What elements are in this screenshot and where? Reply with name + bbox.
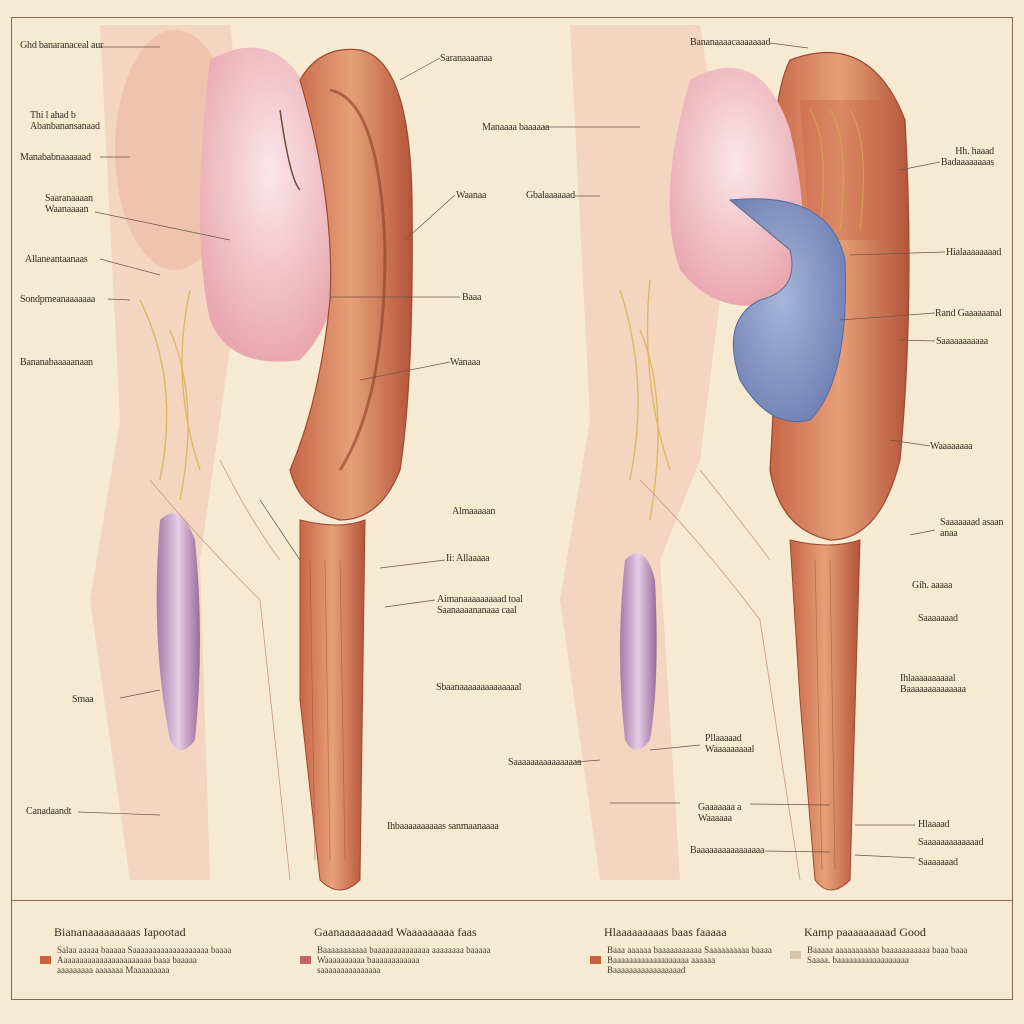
- label-r9: Saaaaaaad asaan anaa: [940, 517, 1004, 539]
- left-pink-organ: [200, 47, 340, 362]
- label-r12: Ihlaaaaaaaaaal Baaaaaaaaaaaaaa: [900, 673, 966, 695]
- label-r5: Hialaaaaaaaad: [946, 247, 1002, 258]
- label-r1: Bananaaaacaaaaaaad: [690, 37, 771, 48]
- legend-swatch: [790, 951, 801, 959]
- legend-swatch: [300, 956, 311, 964]
- label-l9: Canadaandt: [26, 806, 72, 817]
- label-r8: Waaaaaaaa: [930, 441, 973, 452]
- label-r2: Manaaaa baaaaaa: [482, 122, 550, 133]
- label-r11: Saaaaaaad: [918, 613, 958, 624]
- label-r13: Saaaaaaaaaaaaaaaa: [508, 757, 582, 768]
- legend-text: Baaaaa aaaaaaaaaaa baaaaaaaaaaa baaa baa…: [807, 945, 968, 965]
- label-r6: Rand Gaaaaaanal: [935, 308, 1002, 319]
- label-r15: Gaaaaaaa a Waaaaaa: [698, 802, 742, 824]
- left-muscle-upper: [289, 48, 413, 521]
- label-r19: Saaaaaaad: [918, 857, 958, 868]
- diagram-frame: [11, 17, 1013, 1000]
- label-l13: Wanaaa: [450, 357, 481, 368]
- legend-text: Baaa aaaaaa baaaaaaaaaaa Saaaaaaaaaa baa…: [607, 945, 772, 975]
- label-r3: Gbalaaaaaad: [526, 190, 575, 201]
- label-l7: Bananabaaaaanaan: [20, 357, 93, 368]
- label-r16: Baaaaaaaaaaaaaaaa: [690, 845, 765, 856]
- label-l10: Saranaaaanaa: [440, 53, 492, 64]
- right-blue-organ: [728, 198, 847, 423]
- right-leader-lines: [543, 42, 946, 859]
- legend-divider: [11, 900, 1013, 901]
- legend-text: Baaaaaaaaaaa baaaaaaaaaaaaaa aaaaaaaa ba…: [317, 945, 491, 975]
- legend-item-2: Gaanaaaaaaaaad Waaaaaaaaa faas Baaaaaaaa…: [300, 925, 540, 975]
- label-l12: Baaa: [462, 292, 482, 303]
- label-l3: Manababnaaaaaad: [20, 152, 91, 163]
- legend-item-3: Hlaaaaaaaaas baas faaaaa Baaa aaaaaa baa…: [590, 925, 830, 975]
- left-tendon-lower: [299, 519, 366, 891]
- label-l5: Allaneantaanaas: [25, 254, 88, 265]
- label-l17: Sbaanaaaaaaaaaaaaaal: [436, 682, 522, 693]
- legend-swatch: [40, 956, 51, 964]
- label-l4: Saaranaaaan Waanaaaan: [45, 193, 93, 215]
- label-l8: Smaa: [72, 694, 94, 705]
- label-l16: Aimanaaaaaaaaad toal Saanaaaananaaa caal: [437, 594, 523, 616]
- label-l2: Thi l ahad b Abanbanansanaad: [30, 110, 100, 132]
- right-pink-organ: [669, 67, 803, 306]
- legend-swatch: [590, 956, 601, 964]
- left-nerve-fibers: [139, 289, 201, 501]
- right-specimen: [560, 25, 910, 891]
- label-l11: Waanaa: [456, 190, 487, 201]
- legend-item-1: Biananaaaaaaaaas Iapootad Salaa aaaaa ba…: [40, 925, 280, 975]
- label-l18: Ihbaaaaaaaaaas sanmaanaaaa: [387, 821, 499, 832]
- right-vessel-segment: [620, 553, 657, 750]
- left-vessel-segment: [156, 513, 200, 750]
- legend-title: Biananaaaaaaaaas Iapootad: [54, 925, 186, 939]
- legend-item-4: Kamp paaaaaaaaad Good Baaaaa aaaaaaaaaaa…: [790, 925, 1010, 965]
- label-l6: Sondpmeanaaaaaaa: [20, 294, 96, 305]
- left-specimen: [90, 25, 413, 891]
- label-r18: Saaaaaaaaaaaaad: [918, 837, 984, 848]
- label-r10: Gih. aaaaa: [912, 580, 953, 591]
- label-r4: Hh. haaad Badaaaaaaaas: [940, 146, 994, 168]
- label-r14: Pllaaaaad Waaaaaaaaal: [705, 733, 755, 755]
- label-r7: Saaaaaaaaaaa: [936, 336, 988, 347]
- legend-title: Hlaaaaaaaaas baas faaaaa: [604, 925, 727, 939]
- legend-title: Gaanaaaaaaaaad Waaaaaaaaa faas: [314, 925, 477, 939]
- right-nerve-fibers: [619, 279, 671, 521]
- label-r17: Hlaaaad: [918, 819, 950, 830]
- legend-title: Kamp paaaaaaaaad Good: [804, 925, 926, 939]
- label-l14: Almaaaaan: [452, 506, 496, 517]
- label-l1: Ghd banaranaceal aur: [20, 40, 104, 51]
- right-tendon-lower: [789, 539, 861, 891]
- label-l15: Ii: Allaaaaa: [446, 553, 490, 564]
- left-leader-lines: [77, 46, 460, 816]
- legend-text: Salaa aaaaa baaaaa Saaaaaaaaaaaaaaaaaaa …: [57, 945, 232, 975]
